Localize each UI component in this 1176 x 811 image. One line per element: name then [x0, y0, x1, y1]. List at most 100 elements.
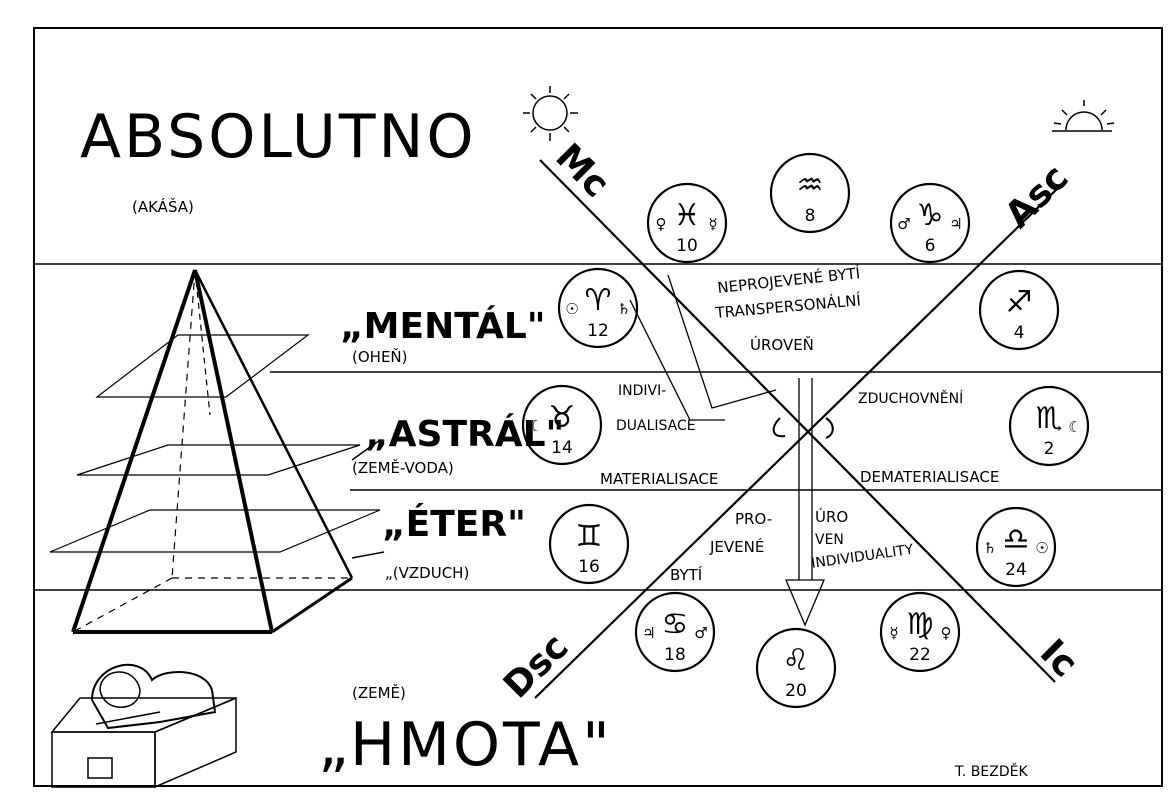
planet-left-icon: ☾ [529, 417, 542, 435]
zodiac-leo-icon: ♌ [783, 643, 810, 678]
individualisation-path [667, 274, 777, 409]
flow-arrows [629, 274, 834, 627]
zodiac-cancer-icon: ♋ [662, 607, 689, 642]
planet-left-icon: ♂ [897, 215, 910, 233]
sign-pisces: ♓10♀☿ [646, 182, 728, 264]
zodiac-capricorn-icon: ♑ [917, 198, 944, 233]
axis-label-mc: Mc [547, 136, 616, 205]
plane-label-astral: „ASTRÁL" [365, 413, 564, 455]
plane-label-eter: „ÉTER" [382, 503, 526, 545]
sign-number: 10 [676, 236, 698, 256]
pyramid-base-right [271, 576, 353, 634]
annotation-ven: VEN [815, 532, 844, 548]
sphinx-plaque [87, 757, 113, 779]
zodiac-aries-icon: ♈ [585, 283, 612, 318]
sign-circle [557, 267, 639, 349]
zodiac-virgo-icon: ♍ [907, 607, 934, 642]
zodiac-pisces-icon: ♓ [674, 198, 701, 233]
signature: T. BEZDĚK [954, 763, 1028, 780]
annotation-dualisace: DUALISACE [616, 418, 696, 434]
sign-taurus: ♉14☾ [521, 384, 603, 466]
zodiac-taurus-icon: ♉ [549, 400, 576, 435]
planet-right-icon: ☾ [1068, 418, 1081, 436]
sign-sagittarius: ♐4 [978, 269, 1060, 351]
annotation-indivi: INDIVI- [618, 383, 666, 399]
zodiac-signs: ♓10♀☿♒8♑6♂♃♈12☉♄♐4♉14☾♏2☾♊16♎24♄☉♋18♃♂♌2… [521, 152, 1090, 709]
annotation-jevene: JEVENÉ [709, 537, 764, 556]
plane-element-eter: „(VZDUCH) [385, 564, 469, 582]
annotation-materialisace: MATERIALISACE [600, 470, 718, 488]
plane-label-mental: „MENTÁL" [340, 305, 546, 347]
annotation-uro: ÚRO [815, 507, 848, 526]
sphinx-paws [95, 711, 161, 725]
sign-scorpio: ♏ 2 ☾ [1008, 385, 1090, 467]
sphinx-pedestal-side [154, 696, 237, 789]
pyramid-plane-astral [76, 444, 361, 476]
pyramid-plane-mental [95, 334, 310, 398]
rising-sun-icon [1052, 100, 1115, 132]
sign-circle [1008, 385, 1090, 467]
annotation-pro: PRO- [735, 510, 772, 528]
planet-left-icon: ♀ [656, 215, 667, 233]
curl-arrow-left [772, 417, 786, 438]
frame-border [33, 27, 1163, 787]
planet-left-icon: ☉ [565, 300, 578, 318]
pyramid [49, 269, 385, 634]
planet-left-icon: ♃ [642, 624, 655, 642]
pyramid-edge-left [71, 269, 197, 633]
individualisation-path-2 [629, 299, 725, 421]
sign-circle [646, 182, 728, 264]
title-absolutno: ABSOLUTNO [80, 102, 477, 172]
sign-cancer: ♋ 18 ♃ ♂ [634, 591, 716, 673]
sign-number: 2 [1044, 439, 1055, 459]
annotation-dematerialisace: DEMATERIALISACE [860, 468, 999, 486]
planet-right-icon: ♄ [617, 300, 630, 318]
down-arrow-head [785, 579, 825, 627]
plane-element-astral: (ZEMĚ-VODA) [352, 458, 454, 477]
pyramid-plane-eter [49, 509, 381, 553]
mc-ic-axis [539, 159, 1056, 683]
zodiac-sagittarius-icon: ♐ [1006, 285, 1033, 320]
sign-number: 22 [909, 645, 931, 665]
planet-right-icon: ♃ [949, 215, 962, 233]
pyramid-axis-hidden [194, 269, 211, 416]
sign-circle [889, 182, 971, 264]
sign-circle [769, 152, 851, 234]
sign-virgo: ♍22☿♀ [879, 591, 961, 673]
sign-circle [634, 591, 716, 673]
sphinx-illustration [50, 663, 237, 789]
title-sub-akasa: (AKÁŠA) [132, 197, 194, 216]
zodiac-scorpio-icon: ♏ [1036, 401, 1063, 436]
plane-label-hmota: „HMOTA" [318, 710, 613, 780]
sign-circle [548, 503, 630, 585]
sign-circle [978, 269, 1060, 351]
annotation-neprojevene-byti: NEPROJEVENÉ BYTÍ [716, 263, 861, 297]
sphinx-head [99, 671, 141, 708]
pyramid-edge-front [193, 269, 274, 633]
curl-arrow-right [825, 417, 834, 439]
sign-circle [521, 384, 603, 466]
pyramid-edge-right [193, 269, 354, 579]
zodiac-libra-icon: ♎ [1003, 522, 1030, 557]
zodiac-aquarius-icon: ♒ [797, 168, 824, 203]
axis-label-asc: Asc [997, 157, 1076, 236]
axis-label-ic: Ic [1032, 632, 1086, 686]
pyramid-pointer-astral [351, 439, 381, 461]
sphinx-body [90, 663, 217, 730]
planet-left-icon: ♄ [983, 539, 996, 557]
pyramid-edge-hidden [171, 269, 196, 579]
plane-element-hmota: (ZEMĚ) [352, 683, 406, 702]
pyramid-pointer-eter [351, 551, 385, 559]
annotation-zduchovneni: ZDUCHOVNĚNÍ [858, 390, 963, 407]
sign-number: 18 [664, 645, 686, 665]
planet-left-icon: ☿ [889, 624, 898, 642]
sign-circle [975, 506, 1057, 588]
sign-circle [879, 591, 961, 673]
planet-right-icon: ☉ [1035, 539, 1048, 557]
sign-number: 4 [1014, 323, 1025, 343]
plane-element-mental: (OHEŇ) [352, 347, 408, 366]
annotation-uroven: ÚROVEŇ [750, 335, 814, 354]
planet-right-icon: ♂ [694, 624, 707, 642]
sign-gemini: ♊16 [548, 503, 630, 585]
